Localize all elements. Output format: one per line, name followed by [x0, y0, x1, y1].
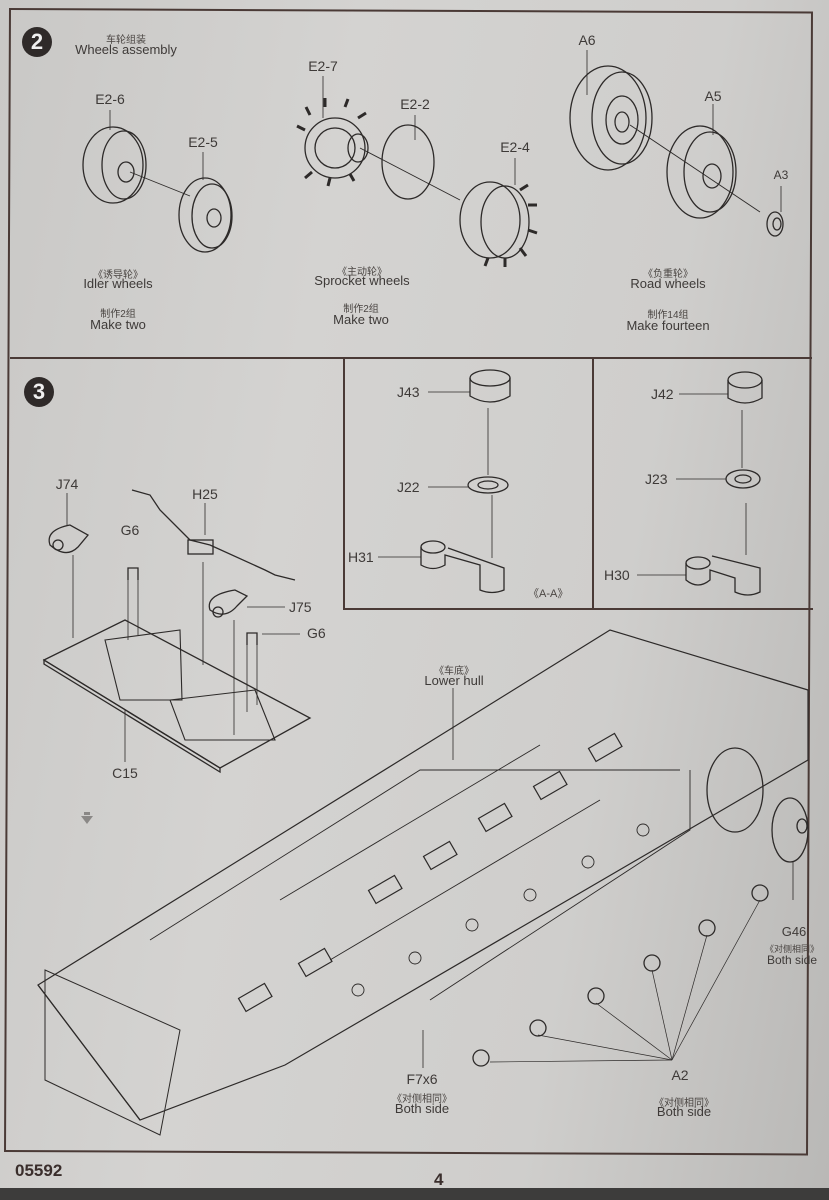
part-label-h25: H25: [192, 486, 218, 502]
part-label-e2-5: E2-5: [188, 134, 218, 150]
page-edge-shadow: [0, 1188, 829, 1200]
part-label-h31: H31: [348, 549, 374, 565]
bracket-j74: [48, 524, 90, 554]
part-label-a2: A2: [671, 1067, 689, 1083]
bracket-j75: [208, 589, 249, 618]
step-2-badge: 2: [22, 27, 52, 57]
product-code: 05592: [15, 1161, 63, 1180]
part-label-j74: J74: [55, 476, 79, 492]
hub-cap-a3: [766, 211, 784, 237]
part-label-g46: G46: [781, 924, 807, 939]
arm-h30: [685, 555, 761, 596]
sprocket-disc-e2-2: [381, 124, 435, 200]
g46-note-en: Both side: [766, 953, 818, 967]
road-wheel-a5: [666, 125, 737, 219]
arm-h31: [420, 540, 505, 594]
detail-a-caption: 《A-A》: [528, 588, 569, 600]
lower-hull-name-cn: 《车底》: [434, 666, 474, 677]
step-3-badge: 3: [24, 377, 54, 407]
idler-wheel-mount: [706, 747, 764, 833]
housing-j43: [469, 369, 511, 403]
divider-detail-bottom: [343, 608, 813, 610]
a2-note-cn: 《对侧相同》: [654, 1098, 714, 1109]
sprocket-name-cn: 《主动轮》: [337, 267, 387, 278]
divider-detail-a-left: [343, 357, 345, 609]
part-label-c15: C15: [112, 765, 138, 781]
part-label-a6: A6: [578, 32, 596, 48]
page-number: 4: [434, 1170, 444, 1189]
hook-g6: [127, 567, 139, 580]
sprocket-name-en: Sprocket wheels: [314, 273, 410, 288]
road-wheel-name-en: Road wheels: [630, 276, 706, 291]
suspension-f7: [351, 823, 650, 997]
part-label-e2-2: E2-2: [400, 96, 430, 112]
part-label-a3: A3: [773, 168, 789, 182]
divider-step2-step3: [10, 357, 812, 359]
hook-g6-2: [246, 632, 258, 645]
f7-note-en: Both side: [394, 1101, 450, 1116]
sprocket-qty-cn: 制作2组: [343, 304, 379, 315]
road-wheel-hubs-a2: [472, 884, 769, 1067]
part-label-j23: J23: [645, 471, 668, 487]
part-label-a5: A5: [704, 88, 722, 104]
floor-plate-c15: [42, 619, 312, 774]
part-label-e2-4: E2-4: [500, 139, 530, 155]
idler-qty-cn: 制作2组: [100, 309, 136, 320]
part-label-j22: J22: [397, 479, 420, 495]
idler-wheel-e2-6: [82, 126, 147, 204]
idler-qty-en: Make two: [90, 317, 146, 332]
idler-name-cn: 《诱导轮》: [93, 270, 143, 281]
road-wheel-qty-cn: 制作14组: [647, 310, 689, 321]
part-label-j42: J42: [651, 386, 674, 402]
part-label-h30: H30: [604, 567, 630, 583]
idler-name-en: Idler wheels: [83, 276, 153, 291]
road-wheel-name-cn: 《负重轮》: [643, 269, 693, 280]
part-label-g6: G6: [120, 522, 140, 538]
g46-note-cn: 《对侧相同》: [764, 944, 820, 954]
road-wheel-a6: [569, 65, 653, 171]
part-label-j43: J43: [397, 384, 420, 400]
idler-wheel-e2-5: [178, 177, 233, 253]
part-label-g6-2: G6: [307, 625, 326, 641]
part-label-e2-6: E2-6: [95, 91, 125, 107]
washer-j23: [725, 469, 761, 489]
sprocket-e2-4: [459, 181, 538, 267]
part-label-e2-7: E2-7: [308, 58, 338, 74]
step-2-title-en: Wheels assembly: [75, 42, 177, 57]
a2-note-en: Both side: [656, 1104, 712, 1119]
a2-leader-lines: [489, 899, 761, 1063]
tow-cable-h25: [131, 489, 296, 581]
housing-j42: [727, 371, 763, 404]
lower-hull-name-en: Lower hull: [424, 673, 484, 688]
f7-note-cn: 《对侧相同》: [392, 1094, 452, 1105]
idler-wheel-g46: [771, 797, 809, 863]
part-label-f7x6: F7x6: [406, 1071, 438, 1087]
lower-hull: [37, 629, 809, 1136]
washer-j22: [467, 476, 509, 494]
sprocket-qty-en: Make two: [333, 312, 389, 327]
step-2-title-cn: 车轮组装: [106, 35, 146, 46]
road-wheel-qty-en: Make fourteen: [626, 318, 710, 333]
part-label-j75: J75: [289, 599, 312, 615]
sprocket-e2-7: [296, 98, 369, 187]
divider-detail-b-left: [592, 357, 594, 609]
down-arrow-icon: [81, 812, 93, 824]
